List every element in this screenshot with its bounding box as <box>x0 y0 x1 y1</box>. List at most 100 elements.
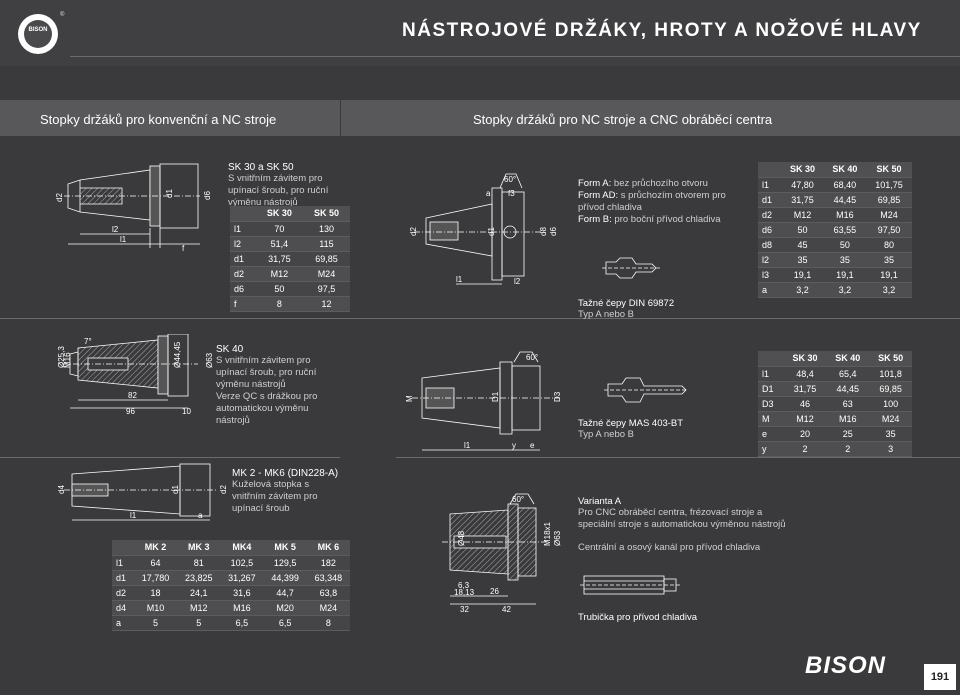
mk-l1-label: l1 <box>130 511 137 520</box>
sk30-table-cell: 51,4 <box>255 236 303 252</box>
mk-table-cell: 6,5 <box>220 615 264 631</box>
din-table-cell: 63,55 <box>823 222 867 238</box>
sk40-taper-label: Ø44,45 <box>173 341 182 368</box>
mas-table-cell: 101,8 <box>869 366 912 382</box>
sk30-sk50-drawing: d2 l2 l1 d1 f d6 <box>55 163 212 253</box>
pull-stud-din-drawing <box>602 257 660 279</box>
din-table-cell: 97,50 <box>866 222 912 238</box>
din-table-cell: M16 <box>823 207 867 223</box>
variant-a-l1813-label: 18,13 <box>454 588 475 597</box>
mas403-e-label: e <box>530 441 535 450</box>
mk-table-cell: 31,6 <box>220 585 264 601</box>
din-table-cell: 80 <box>866 237 912 253</box>
din69871-forms-block: Form A: bez průchozího otvoru Form AD: s… <box>578 178 748 226</box>
form-ad-label: Form AD: <box>578 190 619 201</box>
sk30-table-cell: 31,75 <box>255 251 303 267</box>
sk30-table-cell: 8 <box>255 296 303 312</box>
sk30-table-cell: l1 <box>230 221 256 237</box>
sk40-d1-label: Ø25,3 <box>57 346 66 368</box>
badge-text: BISON <box>28 27 48 33</box>
din-table-cell: M24 <box>866 207 912 223</box>
mk-description-block: MK 2 - MK6 (DIN228-A) Kuželová stopka s … <box>232 468 344 515</box>
mk-table-cell: 182 <box>306 555 350 571</box>
row-separator-3 <box>396 457 960 458</box>
mas-table-cell: 69,85 <box>869 381 912 397</box>
din-table-cell: l2 <box>758 252 782 268</box>
sk30-table-header-cell <box>230 206 256 222</box>
form-a-text: bez průchozího otvoru <box>613 178 708 189</box>
mas403-m-label: M <box>405 395 414 402</box>
sk30-table-cell: d2 <box>230 266 256 282</box>
din69872-pull-stud-block: Tažné čepy DIN 69872 Typ A nebo B <box>578 298 748 321</box>
variant-a-title: Varianta A <box>578 496 622 507</box>
sk30-table-cell: 69,85 <box>302 251 350 267</box>
variant-a-drawing: 60° Ø48 M18x1 Ø63 6,3 18,13 26 32 42 <box>442 493 562 614</box>
mas-table-cell: 2 <box>783 441 827 457</box>
sk30-table-header-cell: SK 50 <box>302 206 350 222</box>
din69871-d8-label: d8 <box>539 227 548 236</box>
form-b-label: Form B: <box>578 214 612 225</box>
sk30-title: SK 30 a SK 50 <box>228 162 294 173</box>
sk40-drawing: Ø25,3 M16 7° Ø44,45 Ø63 82 96 10 <box>57 334 214 416</box>
mk-table-header-cell: MK 5 <box>263 540 307 556</box>
mas-table-cell: 20 <box>783 426 827 442</box>
din69871-f3-label: f3 <box>508 189 515 198</box>
mk-table-cell: M20 <box>263 600 307 616</box>
mk-desc: Kuželová stopka s vnitřním závitem pro u… <box>232 479 318 514</box>
mas-table-header-cell: SK 50 <box>869 351 912 367</box>
mk-title: MK 2 - MK6 (DIN228-A) <box>232 468 339 479</box>
sk30-table-cell: d1 <box>230 251 256 267</box>
mk-table-cell: 63,348 <box>306 570 350 586</box>
sk30-f-label: f <box>182 244 185 253</box>
header-band <box>0 0 960 66</box>
mk-table-cell: 24,1 <box>177 585 221 601</box>
din-table-cell: 3,2 <box>823 282 867 298</box>
sk40-desc2: Verze QC s drážkou pro automatickou výmě… <box>216 391 318 426</box>
variant-a-d63-label: Ø63 <box>553 530 562 546</box>
mk-table-cell: 23,825 <box>177 570 221 586</box>
variant-a-block: Varianta A Pro CNC obráběcí centra, fréz… <box>578 496 790 554</box>
section-divider <box>340 100 341 136</box>
variant-a-desc: Pro CNC obráběcí centra, frézovací stroj… <box>578 507 786 530</box>
sk30-description-block: SK 30 a SK 50 S vnitřním závitem pro upí… <box>228 162 336 209</box>
mas-table-cell: M <box>758 411 784 427</box>
din69872-type: Typ A nebo B <box>578 309 634 320</box>
sk30-desc: S vnitřním závitem pro upínací šroub, pr… <box>228 173 329 208</box>
mk-table-cell: d2 <box>112 585 134 601</box>
mk-table-cell: 81 <box>177 555 221 571</box>
din-table-cell: d8 <box>758 237 782 253</box>
page-number: 191 <box>924 664 956 690</box>
sk40-title: SK 40 <box>216 344 244 355</box>
din-table-header-cell: SK 50 <box>866 162 912 178</box>
coolant-tube-drawing <box>580 575 680 595</box>
row-separator-1 <box>0 318 960 319</box>
sk40-d3-label: Ø63 <box>205 352 214 368</box>
sk40-desc: S vnitřním závitem pro upínací šroub, pr… <box>216 355 317 390</box>
sk30-l2-label: l2 <box>112 225 119 234</box>
mas-table-cell: 25 <box>826 426 870 442</box>
mk-table-cell: 5 <box>133 615 178 631</box>
sk40-angle-label: 7° <box>84 337 92 346</box>
din-table-header-cell <box>758 162 782 178</box>
mas403-y-label: y <box>512 441 516 450</box>
form-a-label: Form A: <box>578 178 612 189</box>
din-table-cell: 50 <box>781 222 824 238</box>
mas403-angle-label: 60° <box>526 353 538 362</box>
sk30-table-cell: 130 <box>302 221 350 237</box>
din69871-l1-label: l1 <box>456 275 463 284</box>
section-title-left: Stopky držáků pro konvenční a NC stroje <box>0 100 340 136</box>
